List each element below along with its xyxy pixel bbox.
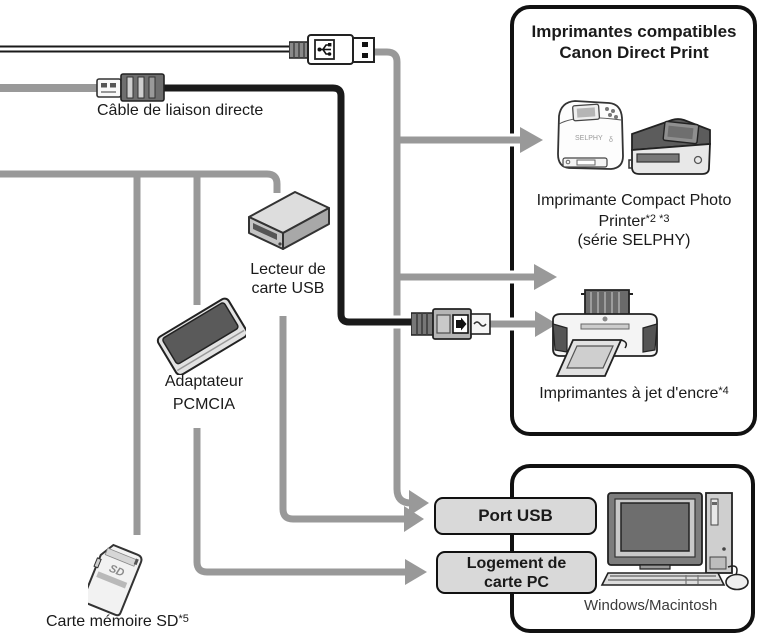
compact-printer-image — [628, 118, 711, 175]
printer-box-arrowhead — [534, 264, 557, 290]
port-usb-arrow-from-trunk — [409, 490, 429, 516]
pcmcia-to-pc-card-line — [193, 428, 407, 576]
inkjet-printer-image — [552, 289, 658, 377]
sd-card-label: Carte mémoire SD*5 — [46, 613, 189, 630]
pc-card-slot-button: Logement de carte PC — [436, 551, 597, 594]
computer-image — [600, 492, 749, 591]
compact-printer-caption: Imprimante Compact Photo Printer*2 *3 (s… — [536, 192, 732, 249]
direct-cable-label: Câble de liaison directe — [97, 102, 264, 119]
card-line — [0, 170, 281, 193]
contact-wave-icon — [473, 321, 487, 327]
card-reader-label: Lecteur de carte USB — [250, 261, 326, 297]
selphy-printer-image: SELPHY δ — [557, 100, 624, 170]
direct-print-arrow-icon — [456, 317, 467, 331]
pcmcia-adapter-image — [156, 297, 246, 375]
pcmcia-adapter-label: Adaptateur PCMCIA — [164, 373, 244, 413]
inkjet-printer-caption: Imprimantes à jet d'encre*4 — [539, 385, 729, 402]
inkjet-arrowhead — [535, 311, 557, 337]
selphy-arrowhead — [520, 127, 543, 153]
card-reader-to-port-usb-line — [279, 316, 406, 523]
printers-box-title: Imprimantes compatibles Canon Direct Pri… — [531, 22, 737, 62]
sd-logo: SD — [107, 563, 126, 580]
usb-trunk-line — [372, 48, 412, 507]
card-reader-image — [248, 191, 330, 250]
direct-cable-line — [163, 84, 414, 326]
direct-print-connector-icon — [411, 308, 491, 340]
sd-card-image: SD — [88, 543, 143, 617]
mini-usb-connector-icon — [96, 73, 165, 102]
port-usb-button: Port USB — [434, 497, 597, 535]
pc-card-slot-arrowhead — [405, 559, 427, 585]
svg-text:δ: δ — [609, 137, 613, 144]
usb-a-connector-icon — [289, 34, 375, 65]
port-usb-arrow-from-reader — [404, 506, 424, 532]
selphy-device-text: SELPHY — [575, 135, 603, 142]
direct-print-printers-box — [510, 5, 757, 436]
os-label: Windows/Macintosh — [584, 597, 718, 614]
